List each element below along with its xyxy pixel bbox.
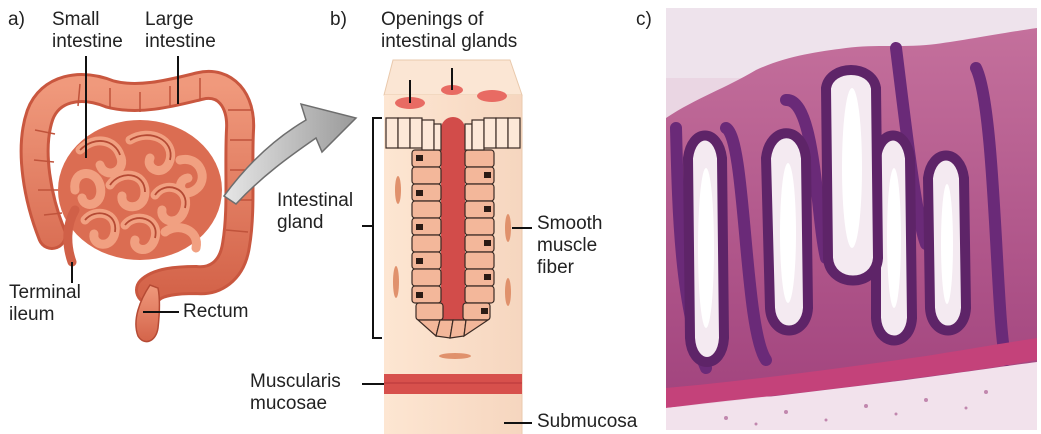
intestinal-gland-block xyxy=(384,60,522,434)
smooth-muscle-fiber xyxy=(393,266,399,298)
histology-micrograph xyxy=(666,8,1037,430)
smooth-muscle-fiber xyxy=(395,176,401,204)
small-intestine xyxy=(58,120,222,260)
muscularis-mucosae-band xyxy=(384,374,522,394)
terminal-ileum xyxy=(68,210,75,262)
gland-opening xyxy=(477,90,507,102)
smooth-muscle-fiber xyxy=(505,214,511,242)
smooth-muscle-fiber xyxy=(505,278,511,306)
